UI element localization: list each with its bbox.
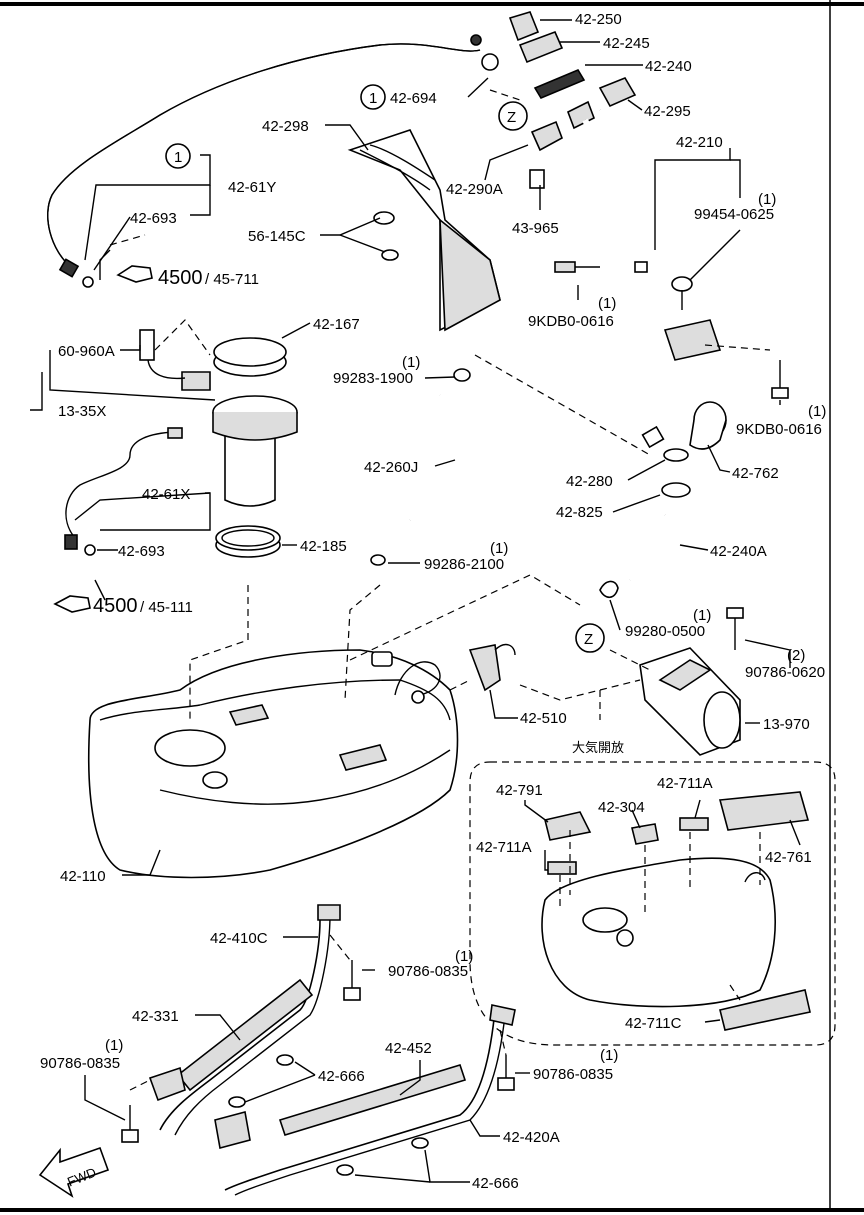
label-42-791: 42-791: [496, 782, 543, 799]
label-42-666-b: 42-666: [472, 1175, 519, 1192]
circle-marker-1a-label: 1: [369, 90, 377, 107]
label-42-245: 42-245: [603, 35, 650, 52]
valve-42-510: [468, 643, 516, 692]
label-42-761: 42-761: [765, 849, 812, 866]
qty-90786-0620: (2): [787, 647, 805, 664]
label-4500-bottom: 4500: [93, 595, 138, 617]
label-90786-0835-c: 90786-0835: [533, 1066, 613, 1083]
label-42-250: 42-250: [575, 11, 622, 28]
label-99454-0625: 99454-0625: [694, 206, 774, 223]
label-42-693-top: 42-693: [130, 210, 177, 227]
label-99280-0500: 99280-0500: [625, 623, 705, 640]
qty-99280: (1): [693, 607, 711, 624]
harness-42-61y: [47, 34, 499, 288]
qty-9kdb0-b: (1): [808, 403, 826, 420]
label-42-711a-b: 42-711A: [476, 839, 532, 856]
qty-99454: (1): [758, 191, 776, 208]
label-45-711: / 45-711: [205, 271, 259, 288]
ref-arrow-top: [116, 265, 153, 283]
label-42-295: 42-295: [644, 103, 691, 120]
circle-marker-z-a-label: Z: [507, 109, 516, 126]
label-42-420a: 42-420A: [503, 1129, 560, 1146]
label-42-110: 42-110: [60, 868, 106, 885]
label-42-61x: 42-61X: [142, 486, 190, 503]
label-42-510: 42-510: [520, 710, 567, 727]
qty-90786-0835-b: (1): [105, 1037, 123, 1054]
label-56-145c: 56-145C: [248, 228, 306, 245]
label-9kdb0-0616-a: 9KDB0-0616: [528, 313, 614, 330]
label-42-693-mid: 42-693: [118, 543, 165, 560]
label-42-185: 42-185: [300, 538, 347, 555]
label-99283-1900: 99283-1900: [333, 370, 413, 387]
hose-42-260j: [370, 368, 473, 566]
dashed-guides: [109, 89, 771, 1091]
label-42-167: 42-167: [313, 316, 360, 333]
label-43-965: 43-965: [512, 220, 559, 237]
label-60-960a: 60-960A: [58, 343, 115, 360]
qty-90786-0835-c: (1): [600, 1047, 618, 1064]
label-4500-top: 4500: [158, 267, 203, 289]
qty-9kdb0-a: (1): [598, 295, 616, 312]
label-45-111: / 45-111: [140, 599, 193, 616]
label-13-35x: 13-35X: [58, 403, 106, 420]
label-42-666-a: 42-666: [318, 1068, 365, 1085]
qty-99286: (1): [490, 540, 508, 557]
fuel-pump-unit: [139, 329, 298, 507]
filler-pipe-42-210: [582, 109, 722, 449]
fasteners-top: [373, 211, 789, 399]
gasket-42-185: [215, 525, 281, 558]
bracket-42-298: [347, 129, 501, 332]
label-42-762: 42-762: [732, 465, 779, 482]
canister-13-970: [639, 607, 744, 756]
label-42-210: 42-210: [676, 134, 723, 151]
circle-marker-z-b: Z: [575, 623, 605, 653]
leader-lines: [30, 19, 801, 1183]
circle-marker-1b-label: 1: [174, 149, 182, 166]
label-42-694: 42-694: [390, 90, 437, 107]
label-42-711a-a: 42-711A: [657, 775, 713, 792]
label-42-825: 42-825: [556, 504, 603, 521]
connector-parts-top: [508, 11, 637, 189]
harness-42-61x: [64, 427, 183, 556]
label-42-280: 42-280: [566, 473, 613, 490]
label-42-240a: 42-240A: [710, 543, 767, 560]
hose-42-240a: [599, 401, 727, 599]
circle-marker-1b: 1: [165, 143, 191, 169]
inset-box: [469, 761, 836, 1046]
label-42-298: 42-298: [262, 118, 309, 135]
fwd-arrow: [38, 1146, 110, 1198]
label-42-452: 42-452: [385, 1040, 432, 1057]
straps-lower: [121, 904, 516, 1196]
label-90786-0835-a: 90786-0835: [388, 963, 468, 980]
label-13-970: 13-970: [763, 716, 810, 733]
circle-marker-z-b-label: Z: [584, 631, 593, 648]
label-42-240: 42-240: [645, 58, 692, 75]
qty-90786-0835-a: (1): [455, 948, 473, 965]
label-42-711c: 42-711C: [625, 1015, 682, 1032]
label-atmospheric-vent: 大気開放: [572, 740, 624, 756]
ref-arrow-bottom: [53, 595, 91, 613]
label-42-290a: 42-290A: [446, 181, 503, 198]
fuel-tank-42-110: [87, 649, 459, 879]
label-42-410c: 42-410C: [210, 930, 268, 947]
circle-marker-1a: 1: [360, 84, 386, 110]
qty-99283: (1): [402, 354, 420, 371]
label-9kdb0-0616-b: 9KDB0-0616: [736, 421, 822, 438]
label-42-61y: 42-61Y: [228, 179, 276, 196]
label-90786-0620: 90786-0620: [745, 664, 825, 681]
label-99286-2100: 99286-2100: [424, 556, 504, 573]
label-42-331: 42-331: [132, 1008, 179, 1025]
label-42-260j: 42-260J: [364, 459, 418, 476]
label-90786-0835-b: 90786-0835: [40, 1055, 120, 1072]
label-42-304: 42-304: [598, 799, 645, 816]
circle-marker-z-a: Z: [498, 101, 528, 131]
